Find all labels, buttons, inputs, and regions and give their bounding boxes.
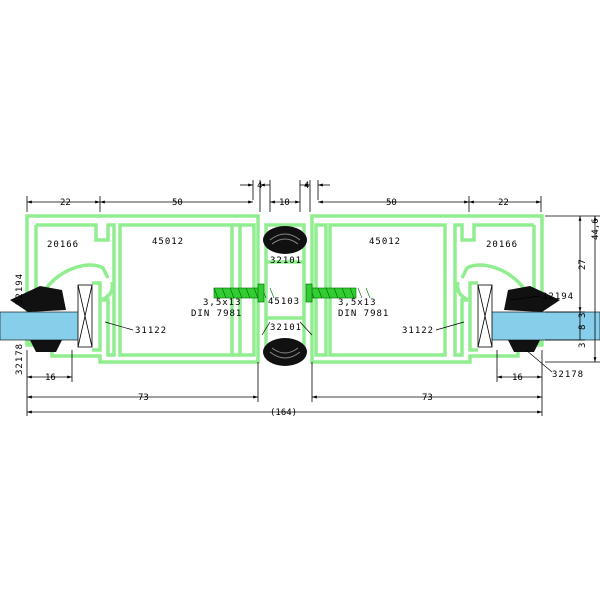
dim-bottom-left-16: 16 <box>45 373 56 383</box>
dim-bottom-left-73: 73 <box>138 393 149 403</box>
label-screw-right-size: 3,5x13 <box>338 298 377 308</box>
label-32194-right: 32194 <box>542 292 574 302</box>
label-screw-right-norm: DIN 7981 <box>338 309 389 319</box>
dim-right-27: 27 <box>578 259 588 270</box>
center-gasket-top <box>263 226 307 254</box>
dim-left-4: 4 <box>257 181 262 191</box>
dim-right-8: 8 <box>578 325 588 330</box>
right-glazing-block <box>477 284 493 348</box>
right-glass-pane <box>489 311 600 341</box>
label-screw-left-norm: DIN 7981 <box>191 309 242 319</box>
right-gasket-32194 <box>504 286 560 312</box>
right-dimension-lines <box>545 215 600 363</box>
label-32194-left: 32194 <box>15 273 25 305</box>
dim-right-3-top: 3 <box>578 313 588 318</box>
dim-left-22: 22 <box>60 198 71 208</box>
dim-bottom-right-16: 16 <box>512 373 523 383</box>
label-screw-left-size: 3,5x13 <box>203 298 242 308</box>
dim-right-3-bottom: 3 <box>578 343 588 348</box>
right-gasket-32178 <box>508 340 540 352</box>
dim-left-50: 50 <box>172 198 183 208</box>
label-32101-bottom: 32101 <box>270 323 302 333</box>
left-gasket-32194 <box>10 286 66 312</box>
top-dimension-lines <box>26 180 542 212</box>
label-32101-top: 32101 <box>270 256 302 266</box>
leader-lines <box>104 295 553 373</box>
dim-right-44-6: 44,6 <box>591 218 600 240</box>
label-31122-left: 31122 <box>135 326 167 336</box>
center-gasket-bottom <box>263 338 307 366</box>
bottom-dimension-lines <box>26 350 543 416</box>
label-45012-left: 45012 <box>152 237 184 247</box>
label-45012-right: 45012 <box>369 237 401 247</box>
dim-bottom-total: (164) <box>270 408 297 418</box>
dim-right-4: 4 <box>304 181 309 191</box>
left-gasket-32178 <box>30 340 62 352</box>
label-20166-left: 20166 <box>47 240 79 250</box>
label-20166-right: 20166 <box>486 240 518 250</box>
left-screw <box>213 283 275 303</box>
label-32178-left: 32178 <box>15 343 25 375</box>
left-glass-pane <box>0 311 81 341</box>
dim-right-50: 50 <box>386 198 397 208</box>
right-screw <box>305 283 371 303</box>
left-glazing-block <box>77 284 93 348</box>
label-45103: 45103 <box>268 297 300 307</box>
label-31122-right: 31122 <box>402 326 434 336</box>
dim-10: 10 <box>279 198 290 208</box>
label-32178-right: 32178 <box>552 370 584 380</box>
dim-right-22: 22 <box>498 198 509 208</box>
dim-bottom-right-73: 73 <box>422 393 433 403</box>
